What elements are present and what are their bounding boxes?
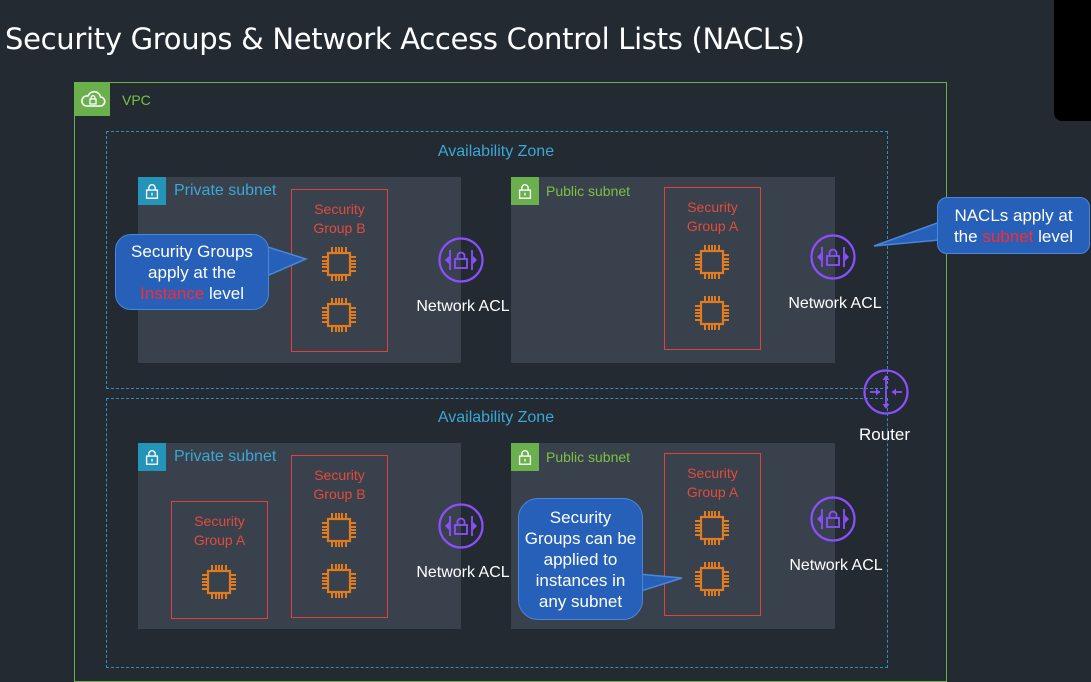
cpu-chip-icon [692, 293, 732, 333]
subnet-bottom-private-label: Private subnet [174, 448, 277, 465]
network-acl-icon [809, 495, 857, 543]
lock-icon [138, 177, 166, 205]
security-group-label: Security Group A [193, 513, 246, 548]
network-acl-label: Network ACL [788, 295, 882, 312]
callout-instance-level: Security Groups apply at the Instance le… [115, 234, 269, 310]
network-acl-label: Network ACL [416, 298, 510, 315]
subnet-bottom-public-label: Public subnet [546, 449, 631, 465]
availability-zone-top [106, 131, 888, 389]
vpc-label: VPC [122, 92, 151, 108]
cpu-chip-icon [319, 561, 359, 601]
cpu-chip-icon [319, 295, 359, 335]
network-acl-label: Network ACL [789, 557, 883, 574]
cpu-chip-icon [319, 244, 359, 284]
security-group-bottom-public-a [664, 453, 761, 616]
cpu-chip-icon [692, 559, 732, 599]
network-acl-icon [437, 236, 485, 284]
cpu-chip-icon [319, 510, 359, 550]
router-label: Router [859, 425, 911, 444]
network-acl-label: Network ACL [416, 564, 510, 581]
network-acl-icon [437, 502, 485, 550]
callout-any-subnet: Security Groups can be applied to instan… [518, 498, 643, 620]
subnet-bottom-private [138, 443, 461, 629]
lock-icon [138, 443, 166, 471]
lock-icon [511, 443, 539, 471]
security-group-bottom-private-a [171, 501, 268, 619]
network-acl-icon [809, 233, 857, 281]
subnet-top-public-label: Public subnet [546, 183, 631, 199]
availability-zone-bottom-label: Availability Zone [437, 409, 555, 426]
lock-icon [511, 177, 539, 205]
cpu-chip-icon [692, 242, 732, 282]
cloud-lock-icon [75, 83, 110, 116]
security-group-label: Security Group B [313, 467, 366, 502]
security-group-label: Security Group B [313, 201, 366, 236]
security-group-label: Security Group A [686, 199, 739, 234]
router-icon [863, 369, 909, 415]
page-title: Security Groups & Network Access Control… [5, 22, 805, 56]
webcam-overlay [1054, 0, 1091, 121]
subnet-top-public [511, 177, 835, 363]
subnet-top-private-label: Private subnet [174, 182, 277, 199]
security-group-label: Security Group A [686, 465, 739, 500]
cpu-chip-icon [692, 508, 732, 548]
security-group-top-public-a [664, 187, 761, 350]
security-group-bottom-private-b [291, 455, 388, 618]
callout-subnet-level: NACLs apply at the subnet level [937, 197, 1090, 254]
cpu-chip-icon [199, 562, 239, 602]
availability-zone-top-label: Availability Zone [437, 143, 555, 160]
